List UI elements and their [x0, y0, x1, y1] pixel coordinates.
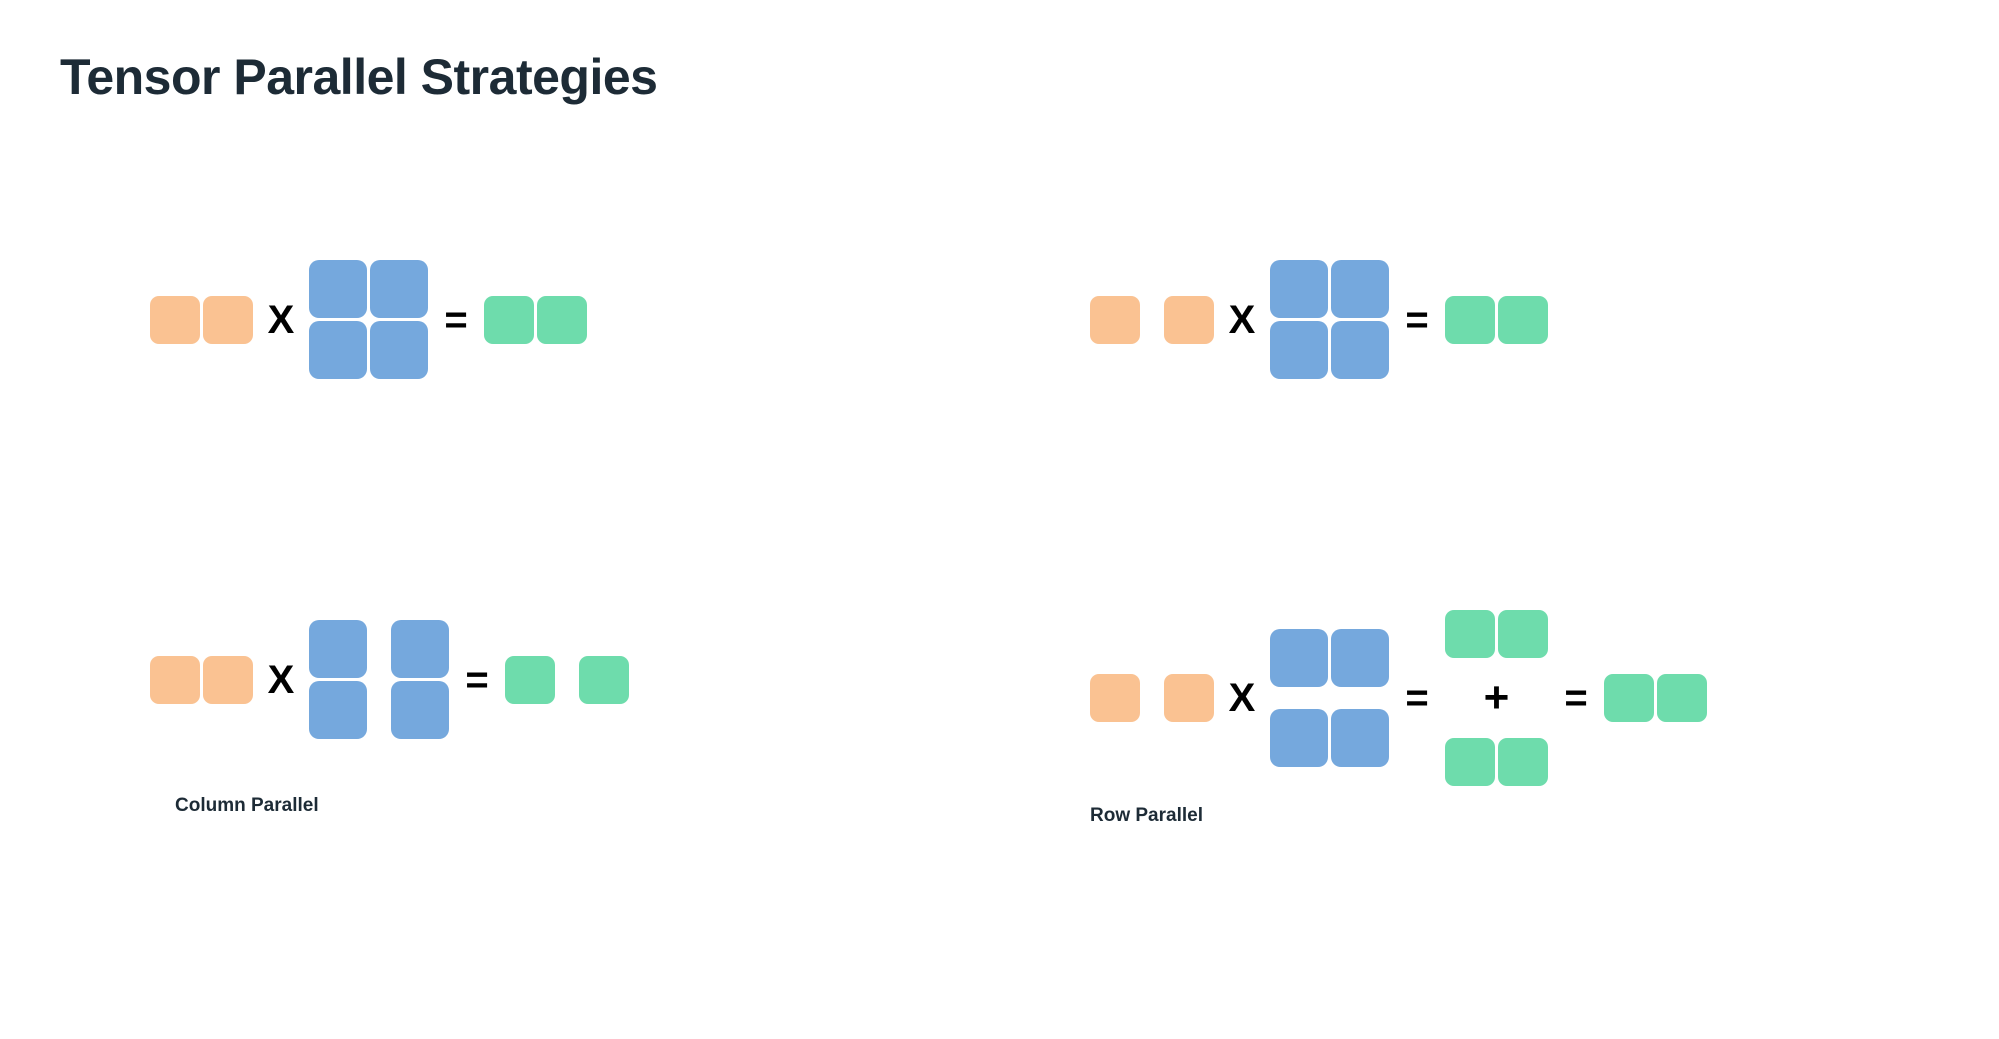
- equals-operator: =: [465, 657, 489, 702]
- tile-partial-output: [1445, 610, 1495, 658]
- caption-row-parallel: Row Parallel: [1090, 805, 1203, 826]
- tile-partial-output: [1498, 610, 1548, 658]
- tile-activation: [1090, 295, 1140, 344]
- tile-activation: [1090, 674, 1140, 722]
- partial-sum-matrix-green: [1445, 738, 1548, 786]
- activation-matrix-orange-column-sharded: [1090, 295, 1214, 344]
- partial-sum-matrix-green: [1445, 610, 1548, 658]
- tile-partial-output: [1498, 738, 1548, 786]
- tile-weight: [1331, 629, 1389, 687]
- tile-weight: [1270, 321, 1328, 379]
- matrix-row: [150, 295, 253, 344]
- matrix-row: [150, 655, 253, 704]
- plus-operator: +: [1483, 673, 1510, 722]
- equation-column-parallel-sharded: X =: [150, 620, 629, 739]
- tile-activation: [203, 655, 253, 704]
- output-matrix-green: [484, 295, 587, 344]
- tile-output: [505, 655, 555, 704]
- weight-matrix-blue: [1270, 260, 1389, 379]
- tile-weight: [309, 620, 367, 678]
- tile-weight: [1331, 321, 1389, 379]
- matrix-row: [309, 681, 449, 739]
- multiply-operator: X: [1228, 676, 1256, 720]
- tile-output: [1498, 295, 1548, 344]
- tile-output: [537, 295, 587, 344]
- equals-operator: =: [1564, 676, 1588, 720]
- tile-weight: [1331, 260, 1389, 318]
- equals-operator: =: [1405, 297, 1429, 342]
- caption-column-parallel: Column Parallel: [175, 795, 319, 816]
- matrix-row: [1270, 709, 1389, 767]
- tile-weight: [370, 321, 428, 379]
- panel-row-parallel: X = X: [1090, 250, 1910, 890]
- output-matrix-green: [1445, 295, 1548, 344]
- tile-output: [579, 655, 629, 704]
- matrix-row: [484, 295, 587, 344]
- equation-row-parallel-sharded: X = +: [1090, 610, 1707, 786]
- tile-weight: [391, 681, 449, 739]
- equals-operator: =: [1405, 676, 1429, 720]
- multiply-operator: X: [1228, 297, 1256, 342]
- tile-partial-output: [1445, 738, 1495, 786]
- activation-matrix-orange: [150, 655, 253, 704]
- partial-sum-stack: +: [1445, 610, 1548, 786]
- tile-weight: [309, 681, 367, 739]
- equals-operator: =: [444, 297, 468, 342]
- equation-row-parallel-unsharded: X =: [1090, 260, 1548, 379]
- equation-column-parallel-unsharded: X =: [150, 260, 587, 379]
- output-matrix-green-reduced: [1604, 674, 1707, 722]
- tile-weight: [370, 260, 428, 318]
- matrix-row: [1604, 674, 1707, 722]
- weight-matrix-blue: [309, 260, 428, 379]
- output-matrix-green-column-sharded: [505, 655, 629, 704]
- tile-output: [1604, 674, 1654, 722]
- weight-matrix-blue-row-sharded: [1270, 629, 1389, 767]
- matrix-row: [1445, 610, 1548, 658]
- tile-activation: [203, 295, 253, 344]
- activation-matrix-orange: [150, 295, 253, 344]
- tile-output: [1657, 674, 1707, 722]
- matrix-row: [309, 620, 449, 678]
- matrix-row: [1445, 295, 1548, 344]
- tile-output: [484, 295, 534, 344]
- matrix-row: [1090, 674, 1214, 722]
- tile-output: [1445, 295, 1495, 344]
- matrix-row: [1090, 295, 1214, 344]
- tile-activation: [150, 655, 200, 704]
- matrix-row: [1270, 260, 1389, 318]
- matrix-row: [1445, 738, 1548, 786]
- matrix-row: [1270, 629, 1389, 687]
- tile-weight: [391, 620, 449, 678]
- activation-matrix-orange-column-sharded: [1090, 674, 1214, 722]
- tile-weight: [1270, 260, 1328, 318]
- panel-column-parallel: X = X: [150, 250, 910, 870]
- tile-weight: [1270, 709, 1328, 767]
- matrix-row: [309, 260, 428, 318]
- tile-weight: [309, 321, 367, 379]
- tile-weight: [309, 260, 367, 318]
- tile-activation: [1164, 674, 1214, 722]
- tile-weight: [1331, 709, 1389, 767]
- matrix-row: [1270, 321, 1389, 379]
- matrix-row: [309, 321, 428, 379]
- multiply-operator: X: [267, 657, 295, 702]
- page-title: Tensor Parallel Strategies: [60, 49, 658, 105]
- multiply-operator: X: [267, 297, 295, 342]
- tile-activation: [150, 295, 200, 344]
- tile-weight: [1270, 629, 1328, 687]
- tile-activation: [1164, 295, 1214, 344]
- weight-matrix-blue-column-sharded: [309, 620, 449, 739]
- matrix-row: [505, 655, 629, 704]
